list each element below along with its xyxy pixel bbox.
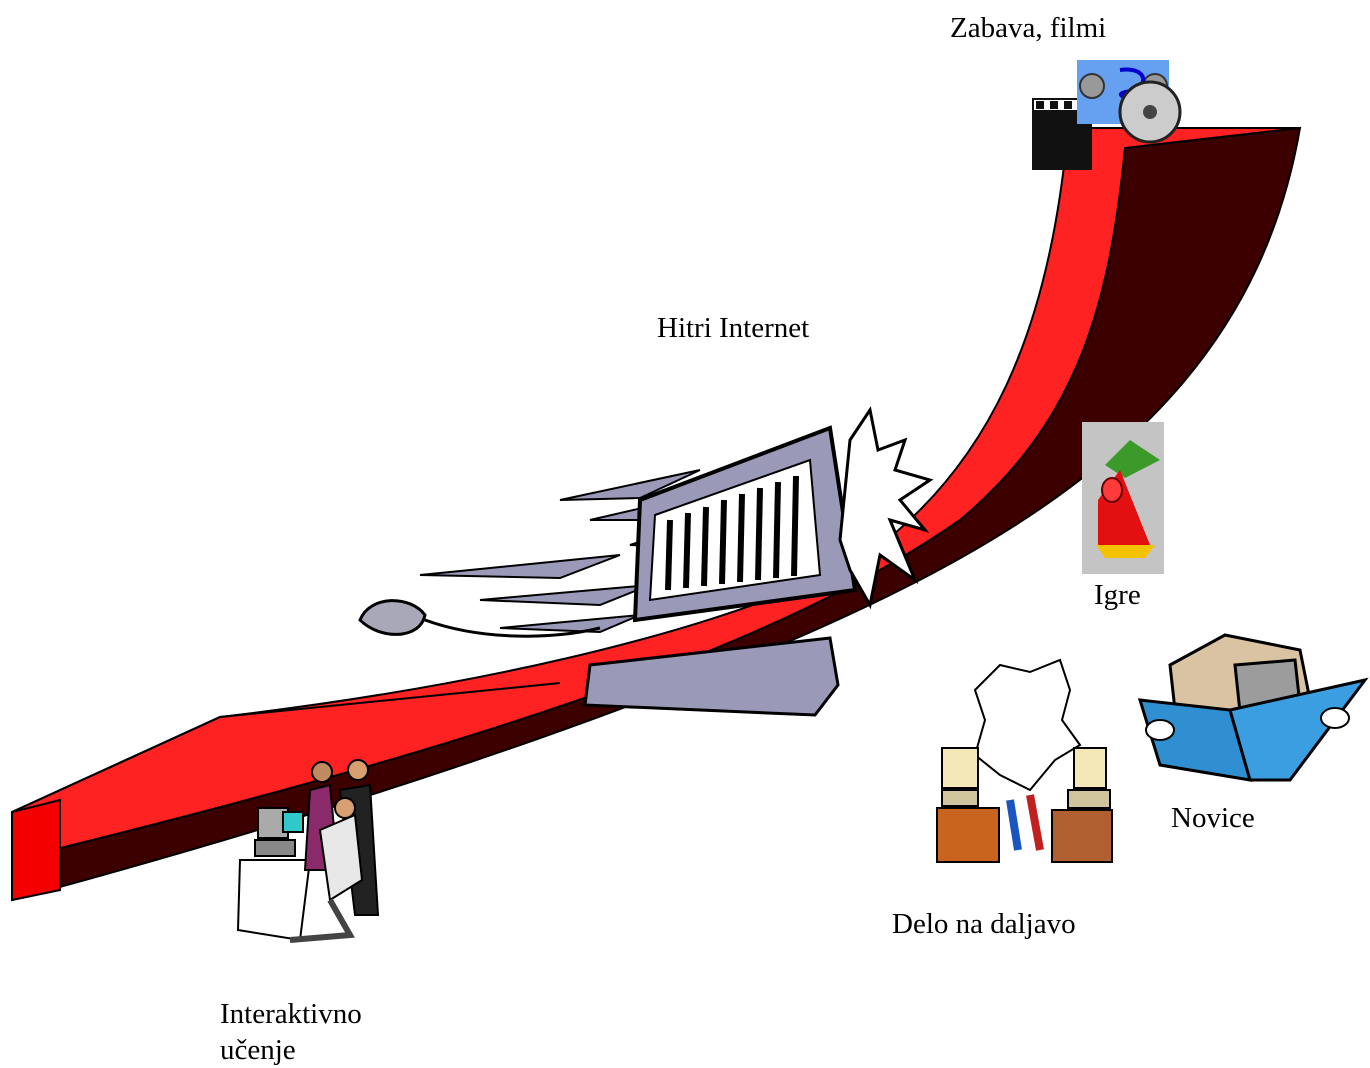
- speeding-computer-icon: [358, 406, 934, 717]
- arrow-top-edge: [11, 682, 561, 813]
- growth-arrow: [11, 126, 1302, 902]
- label-interactive-learning: Interaktivno učenje: [220, 996, 420, 1068]
- two-workstations-icon: [936, 658, 1113, 863]
- computer-reading-newspaper-icon: [1137, 633, 1369, 782]
- film-reel-icon: [1032, 60, 1182, 170]
- label-remote-work: Delo na daljavo: [892, 908, 1076, 940]
- label-news: Novice: [1171, 802, 1255, 834]
- label-interactive-learning-line1: Interaktivno: [220, 998, 362, 1030]
- label-entertainment: Zabava, filmi: [950, 12, 1107, 44]
- label-games: Igre: [1094, 579, 1141, 611]
- arrow-front: [11, 798, 61, 902]
- people-at-computer-icon: [236, 759, 380, 943]
- game-character-icon: [1082, 422, 1164, 574]
- label-fast-internet: Hitri Internet: [657, 312, 810, 344]
- label-interactive-learning-line2: učenje: [220, 1034, 296, 1066]
